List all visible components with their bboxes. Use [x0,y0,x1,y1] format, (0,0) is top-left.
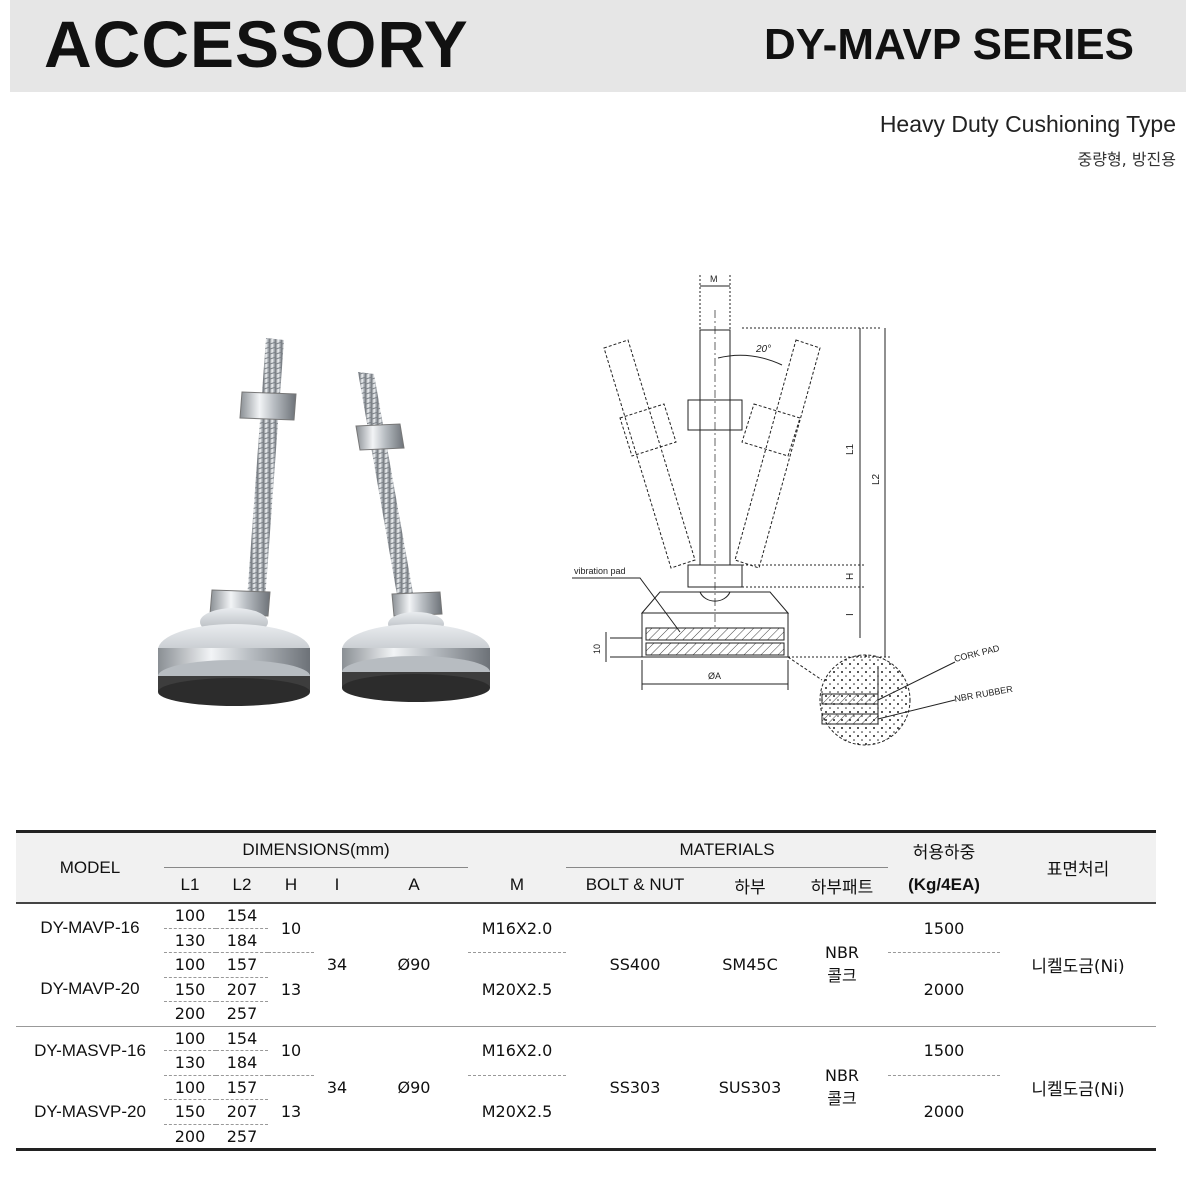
cell-l1: 150 [164,1099,216,1125]
cell-l1: 200 [174,1126,206,1146]
table-row: 200 257 [16,1002,1156,1027]
header-pad: 하부패트 [796,867,888,904]
cell-l1: 150 [164,977,216,1002]
pad-line-2: 콜크 [827,966,857,986]
cell-l2: 154 [216,903,268,929]
cell-l2: 257 [226,1126,258,1146]
cell-i: 34 [326,955,348,975]
cell-l2: 154 [216,1026,268,1051]
table-row: 150 207 [16,977,1156,1002]
model-name: DY-MAVP-16 [40,918,140,938]
table-row: 150 207 [16,1099,1156,1125]
model-name: DY-MASVP-20 [34,1101,146,1121]
cell-pad: NBR 콜크 [796,1026,888,1150]
header-surface: 표면처리 [1000,831,1156,904]
cell-bolt: SS303 [609,1077,661,1097]
cell-m: M16X2.0 [468,903,566,953]
header-l2: L2 [216,867,268,904]
spec-table: MODEL DIMENSIONS(mm) MATERIALS 허용하중 표면처리… [16,830,1156,1151]
cell-load: 2000 [923,979,965,999]
product-photo [158,338,490,706]
cell-l1: 100 [164,1026,216,1051]
cell-load: 1500 [888,903,1000,953]
cell-a: Ø90 [397,1077,431,1097]
drawing-label-cork-pad: CORK PAD [953,643,1001,664]
leveling-foot-left [158,338,310,706]
leveling-foot-right [342,372,490,702]
drawing-label-i: I [845,613,856,616]
cell-l1: 100 [164,952,216,978]
drawing-label-angle: 20° [755,344,771,355]
pad-line-1: NBR [824,1065,860,1085]
cell-h: 13 [280,1102,302,1122]
product-subtitle: Heavy Duty Cushioning Type [879,111,1176,137]
cell-i: 34 [326,1077,348,1097]
drawing-label-h: H [845,573,856,580]
model-name: DY-MAVP-20 [40,979,140,998]
cell-l2: 207 [216,977,268,1002]
table-row: DY-MASVP-20 100 157 13 M20X2.5 2000 [16,1075,1156,1121]
cell-pad: NBR 콜크 [796,903,888,1026]
cell-h: 10 [268,903,314,953]
header-i: I [314,867,360,904]
header-h: H [268,867,314,904]
technical-drawing: M 20° L1 L2 H I 10 ØA vibration pad CORK… [572,274,1014,746]
header-a: A [360,867,468,904]
cell-load: 1500 [888,1026,1000,1076]
table-row: DY-MASVP-16 100 154 10 34 Ø90 M16X2.0 SS… [16,1026,1156,1108]
cell-l1: 100 [164,903,216,929]
cell-surface: 니켈도금(Ni) [1031,1079,1125,1100]
pad-line-2: 콜크 [827,1088,857,1108]
drawing-label-l1: L1 [845,443,856,455]
cell-l1: 200 [174,1004,206,1024]
cell-base: SM45C [722,955,778,975]
product-subtitle-korean: 중량형, 방진용 [1077,150,1177,169]
header-base: 하부 [704,867,796,904]
header-dimensions: DIMENSIONS(mm) [164,831,468,868]
page-title: ACCESSORY [44,7,469,81]
drawing-label-nbr-rubber: NBR RUBBER [954,684,1014,704]
table-row: DY-MAVP-20 100 157 13 M20X2.5 2000 [16,952,1156,999]
cell-surface: 니켈도금(Ni) [1031,957,1125,978]
table-row: 130 184 [16,1050,1156,1076]
cell-a: Ø90 [397,955,431,975]
header-m: M [468,867,566,904]
header-load-unit: (Kg/4EA) [888,867,1000,904]
cell-l2: 157 [216,1075,268,1100]
header-band [10,0,1186,92]
drawing-label-vibration-pad: vibration pad [574,566,626,576]
header-l1: L1 [164,867,216,904]
drawing-label-oa: ØA [708,671,721,681]
cell-l2: 184 [216,928,268,953]
header-materials: MATERIALS [566,831,888,868]
drawing-label-l2: L2 [871,473,882,485]
header-model: MODEL [16,831,164,904]
cell-base: SUS303 [718,1077,782,1097]
cell-h: 10 [268,1026,314,1076]
cell-l2: 207 [216,1099,268,1125]
cell-l2: 157 [216,952,268,978]
cell-m: M16X2.0 [468,1026,566,1076]
cell-l1: 130 [164,928,216,953]
table-row: 130 184 [16,928,1156,953]
cell-l2: 184 [216,1050,268,1076]
header-load: 허용하중 [888,831,1000,868]
cell-l1: 130 [164,1050,216,1076]
drawing-label-10: 10 [592,644,602,654]
cell-h: 13 [280,979,302,999]
cell-bolt: SS400 [609,955,661,975]
cell-l2: 257 [226,1004,258,1024]
table-row: DY-MAVP-16 100 154 10 34 Ø90 M16X2.0 SS4… [16,903,1156,985]
model-name: DY-MASVP-16 [34,1040,146,1060]
series-title: DY-MAVP SERIES [763,20,1134,69]
pad-line-1: NBR [824,943,860,963]
cell-load: 2000 [923,1102,965,1122]
cell-m: M20X2.5 [481,979,553,999]
drawing-label-m: M [710,274,718,284]
header-bolt-nut: BOLT & NUT [566,867,704,904]
cell-m: M20X2.5 [481,1102,553,1122]
cell-l1: 100 [164,1075,216,1100]
